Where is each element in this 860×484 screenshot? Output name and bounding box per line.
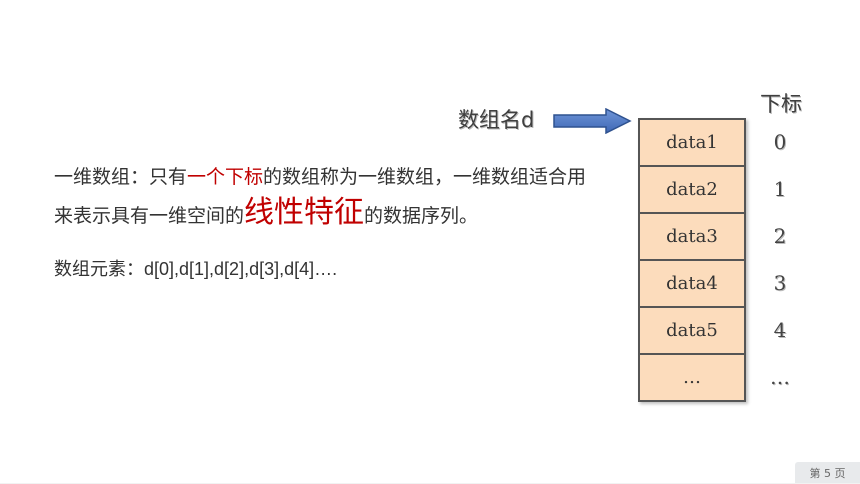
index-label: 3 <box>773 270 787 295</box>
array-cell: data1 <box>640 120 744 167</box>
array-cell: data4 <box>640 261 744 308</box>
array-name-label: 数组名d <box>458 108 535 132</box>
array-cell: data2 <box>640 167 744 214</box>
description-text-3: 的数据序列。 <box>364 205 479 227</box>
array-cell-ellipsis: … <box>640 355 744 402</box>
index-label-ellipsis: … <box>770 364 790 389</box>
page-number-badge: 第 5 页 <box>795 462 860 484</box>
array-cell: data5 <box>640 308 744 355</box>
array-cell: data3 <box>640 214 744 261</box>
array-diagram: data1 data2 data3 data4 data5 … <box>638 118 746 402</box>
description-paragraph: 一维数组：只有一个下标的数组称为一维数组，一维数组适合用来表示具有一维空间的线性… <box>54 160 604 234</box>
index-label: 2 <box>773 223 787 248</box>
right-arrow-icon <box>553 108 632 134</box>
index-label: 1 <box>773 176 787 201</box>
description-text-1: 一维数组：只有 <box>54 166 188 188</box>
index-label: 0 <box>773 129 787 154</box>
description-highlight-one-index: 一个下标 <box>187 166 264 188</box>
elements-label: 数组元素： <box>54 259 144 280</box>
description-highlight-linear: 线性特征 <box>244 195 365 230</box>
array-elements-line: 数组元素：d[0],d[1],d[2],d[3],d[4]…. <box>54 255 337 281</box>
index-title: 下标 <box>760 92 802 116</box>
index-label: 4 <box>773 317 787 342</box>
elements-expression: d[0],d[1],d[2],d[3],d[4]…. <box>144 259 338 279</box>
index-column: 0 1 2 3 4 … <box>760 118 800 400</box>
description-text-2: 的数组称为一维数组，一维数组适合用来表示具有一维空间的 <box>54 166 587 227</box>
